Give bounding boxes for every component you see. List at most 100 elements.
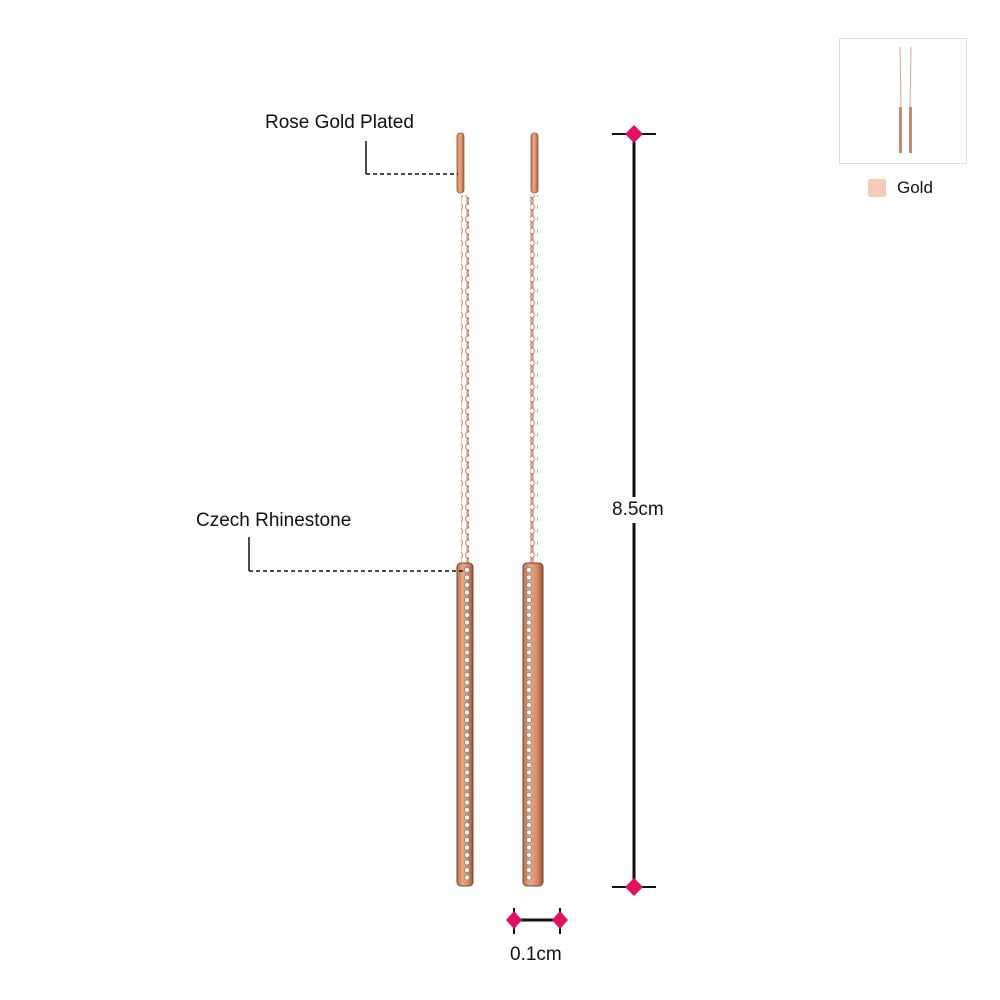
rhinestone <box>464 814 470 821</box>
rhinestone <box>464 619 470 626</box>
rhinestone <box>464 837 470 843</box>
rhinestone <box>464 867 470 873</box>
rhinestone <box>464 747 470 753</box>
rhinestone <box>464 799 470 806</box>
rhinestone <box>464 672 470 678</box>
rhinestone <box>526 589 532 596</box>
rhinestone <box>526 634 532 641</box>
rhinestone <box>526 649 532 656</box>
rhinestone <box>526 814 532 821</box>
rhinestone <box>464 852 470 858</box>
rhinestone <box>526 604 532 611</box>
rhinestone <box>526 642 532 648</box>
rhinestone <box>526 687 532 693</box>
rhinestone <box>464 754 470 761</box>
rhinestone <box>464 582 470 588</box>
rhinestone <box>526 747 532 753</box>
rhinestone <box>464 792 470 798</box>
left-chain <box>461 195 469 565</box>
rhinestone <box>464 859 470 866</box>
rhinestone <box>464 724 470 731</box>
bottom-marker-icon <box>625 878 643 896</box>
rhinestone <box>464 687 470 693</box>
color-name-label: Gold <box>897 178 933 197</box>
color-swatch <box>868 179 886 197</box>
color-option-gold[interactable]: Gold <box>868 178 933 198</box>
rhinestone <box>526 574 532 581</box>
rhinestone <box>464 822 470 828</box>
rhinestone <box>526 702 532 708</box>
rhinestone <box>464 694 470 701</box>
rhinestone <box>526 874 532 881</box>
left-earring <box>456 132 474 887</box>
rhinestone <box>526 799 532 806</box>
rhinestone <box>526 784 532 791</box>
rhinestone <box>526 762 532 768</box>
rhinestone <box>464 642 470 648</box>
rhinestone <box>526 837 532 843</box>
rhinestone <box>464 612 470 618</box>
rhinestone <box>464 567 470 573</box>
rhinestone <box>526 657 532 663</box>
rhinestone <box>526 627 532 633</box>
rhinestone <box>526 567 532 573</box>
rhinestone <box>526 664 532 671</box>
rhinestone <box>526 792 532 798</box>
rhinestone <box>526 867 532 873</box>
rhinestone <box>464 634 470 641</box>
rhinestone <box>464 777 470 783</box>
rhinestone <box>464 829 470 836</box>
rhinestone <box>464 702 470 708</box>
rhinestone <box>464 627 470 633</box>
left-ear-post <box>456 132 465 194</box>
top-marker-icon <box>625 125 643 143</box>
czech-rhinestone-label: Czech Rhinestone <box>196 510 352 531</box>
width-value: 0.1cm <box>510 942 562 968</box>
rhinestone <box>464 769 470 776</box>
width-dimension <box>506 908 568 934</box>
rhinestone <box>526 829 532 836</box>
rhinestone <box>464 649 470 656</box>
rhinestone <box>464 844 470 851</box>
rose-gold-plated-label: Rose Gold Plated <box>265 112 414 133</box>
rhinestone <box>464 679 470 686</box>
rhinestone <box>464 604 470 611</box>
right-chain <box>530 195 538 565</box>
rhinestone <box>526 717 532 723</box>
rhinestone <box>464 874 470 881</box>
rhinestone <box>526 852 532 858</box>
rhinestone <box>464 574 470 581</box>
rhinestone <box>526 694 532 701</box>
rhinestone <box>526 597 532 603</box>
rhinestone <box>526 732 532 738</box>
rhinestone <box>526 709 532 716</box>
rhinestone <box>526 612 532 618</box>
rhinestone <box>464 664 470 671</box>
rhinestone <box>526 679 532 686</box>
rhinestone <box>526 672 532 678</box>
rhinestone <box>526 619 532 626</box>
plating-leader-line <box>365 141 458 175</box>
rhinestone <box>526 739 532 746</box>
rhinestone <box>464 589 470 596</box>
rhinestone <box>464 657 470 663</box>
rhinestone <box>526 807 532 813</box>
rhinestone <box>464 762 470 768</box>
rhinestone <box>464 597 470 603</box>
length-value: 8.5cm <box>612 497 664 523</box>
rhinestone <box>464 807 470 813</box>
left-width-marker-icon <box>506 911 522 929</box>
right-earring <box>522 132 544 887</box>
rhinestone <box>526 769 532 776</box>
rhinestone <box>464 709 470 716</box>
rhinestone <box>526 859 532 866</box>
rhinestone <box>526 582 532 588</box>
rhinestone-leader-line <box>248 537 463 572</box>
thumbnail-earring-image <box>899 46 912 153</box>
rhinestone <box>526 822 532 828</box>
rhinestone <box>526 777 532 783</box>
right-ear-post <box>530 132 539 194</box>
rhinestone <box>526 754 532 761</box>
variant-thumbnail[interactable] <box>839 38 967 164</box>
